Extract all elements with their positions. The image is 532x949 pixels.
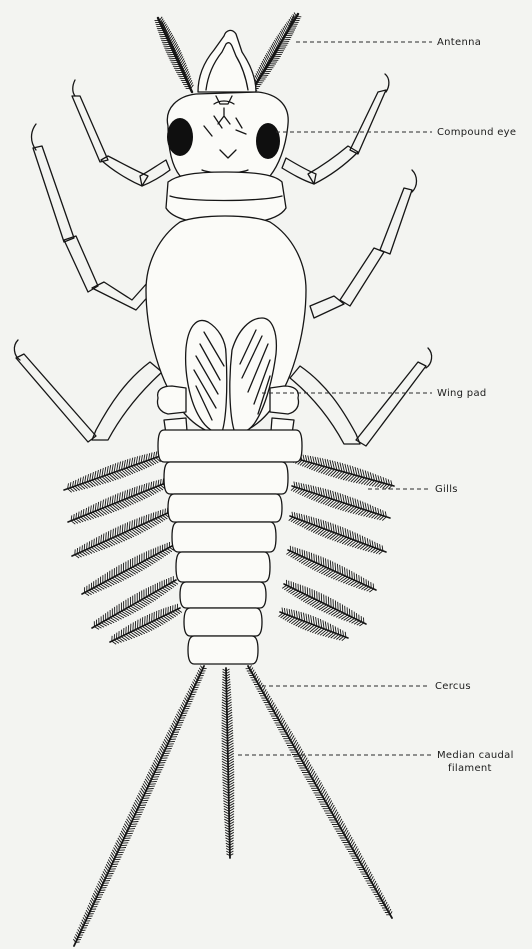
antenna-right [249, 13, 301, 95]
median-caudal-filament-shaft [222, 668, 235, 858]
compound-eye-left [167, 118, 193, 156]
abdominal-segment [164, 462, 288, 494]
cercus-right-filament [246, 665, 393, 918]
gill-right [289, 512, 386, 555]
leg-front-left [72, 80, 170, 186]
gill-left [110, 604, 182, 644]
label-cercus: Cercus [435, 681, 471, 692]
antenna-left-bristles [155, 17, 194, 92]
leg-middle-left [32, 124, 153, 310]
leg-front-right [282, 74, 389, 184]
abdominal-segment [176, 552, 270, 582]
abdominal-segment [168, 494, 282, 522]
label-median-caudal-line1: Median caudal [437, 750, 514, 761]
median-caudal-filament [222, 668, 235, 858]
abdominal-segment [158, 430, 302, 462]
abdomen [158, 430, 302, 664]
label-wing-pad: Wing pad [437, 388, 487, 399]
abdominal-segment [184, 608, 262, 636]
gill-left [64, 450, 167, 493]
label-compound-eye: Compound eye [437, 127, 516, 138]
leg-hind-left [14, 340, 162, 442]
label-median-caudal-line2: filament [448, 763, 492, 774]
cercus-right [246, 665, 393, 918]
gill-right [291, 482, 390, 521]
gill-right [279, 608, 348, 641]
caudal-filaments [73, 665, 392, 946]
gills-right [279, 454, 394, 641]
compound-eye-right [256, 123, 280, 159]
abdominal-segment [180, 582, 266, 608]
gill-left [72, 508, 172, 558]
abdominal-segment [172, 522, 276, 552]
gill-right [282, 580, 366, 626]
leg-hind-right [290, 348, 432, 446]
labels: Antenna Compound eye Wing pad Gills Cerc… [435, 37, 516, 774]
label-antenna: Antenna [437, 37, 481, 48]
leg-middle-right [310, 170, 417, 318]
cercus-left-filament [73, 666, 206, 946]
antenna-right-bristles [249, 13, 301, 95]
gill-right [293, 454, 394, 490]
cercus-left [73, 666, 206, 946]
gill-right [286, 546, 376, 592]
antenna-left [155, 17, 194, 92]
abdominal-segment [188, 636, 258, 664]
label-gills: Gills [435, 484, 458, 495]
